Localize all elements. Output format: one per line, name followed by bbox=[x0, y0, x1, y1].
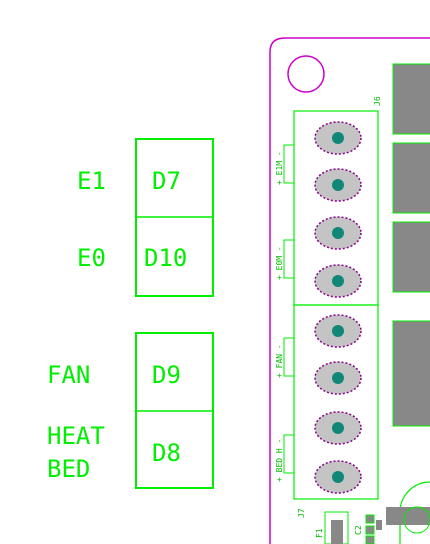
connector-label-j7: J7 bbox=[297, 508, 306, 518]
terminal-block-j7 bbox=[293, 304, 379, 500]
terminal-tab bbox=[283, 239, 295, 279]
component-block-4 bbox=[392, 320, 430, 427]
smd-pad bbox=[376, 520, 382, 530]
terminal-pad-hole bbox=[332, 325, 344, 337]
terminal-pads bbox=[314, 121, 362, 494]
capacitor-ring bbox=[403, 506, 430, 534]
pin-table-extruders: E1 D7 E0 D10 bbox=[77, 138, 214, 297]
terminal-pad-hole bbox=[332, 422, 344, 434]
fuse-body bbox=[331, 520, 343, 544]
pin-table-fan-bed: FAN D9 HEAT BED D8 bbox=[47, 332, 214, 489]
terminal-pad-hole bbox=[332, 132, 344, 144]
terminal-pad-hole bbox=[332, 275, 344, 287]
pin-label-d9: D9 bbox=[152, 361, 181, 389]
terminal-pad-hole bbox=[332, 471, 344, 483]
row-label-heat: HEAT bbox=[47, 422, 105, 450]
pin-label-d8: D8 bbox=[152, 439, 181, 467]
part-label-f1: F1 bbox=[315, 528, 324, 538]
pcb-board: + E1M - + E0M - + FAN - + BED H - J6 J7 … bbox=[269, 37, 430, 544]
terminal-label-bed: + BED H - bbox=[275, 439, 284, 482]
part-label-c2: C2 bbox=[354, 525, 363, 535]
terminal-label-e1m: + E1M - bbox=[275, 151, 284, 185]
pin-label-d10: D10 bbox=[144, 244, 187, 272]
component-block-2 bbox=[392, 142, 430, 214]
component-block-3 bbox=[392, 221, 430, 293]
smd-pad bbox=[365, 525, 375, 535]
terminal-pad-hole bbox=[332, 179, 344, 191]
terminal-pad-hole bbox=[332, 227, 344, 239]
terminal-tab bbox=[283, 434, 295, 474]
capacitor-body bbox=[386, 507, 430, 525]
connector-label-j6: J6 bbox=[373, 96, 382, 106]
terminal-tab bbox=[283, 144, 295, 184]
pin-label-d7: D7 bbox=[152, 167, 181, 195]
component-block-1 bbox=[392, 63, 430, 135]
row-label-e0: E0 bbox=[77, 244, 106, 272]
terminal-label-fan: + FAN - bbox=[275, 344, 284, 378]
row-label-fan: FAN bbox=[47, 361, 90, 389]
terminal-label-e0m: + E0M - bbox=[275, 246, 284, 280]
smd-pad bbox=[365, 535, 375, 544]
terminal-tab bbox=[283, 337, 295, 377]
row-label-bed: BED bbox=[47, 455, 90, 483]
smd-pad bbox=[365, 514, 375, 524]
board-outline bbox=[269, 37, 430, 544]
row-label-e1: E1 bbox=[77, 167, 106, 195]
terminal-pad-hole bbox=[332, 372, 344, 384]
mounting-hole bbox=[287, 55, 325, 93]
